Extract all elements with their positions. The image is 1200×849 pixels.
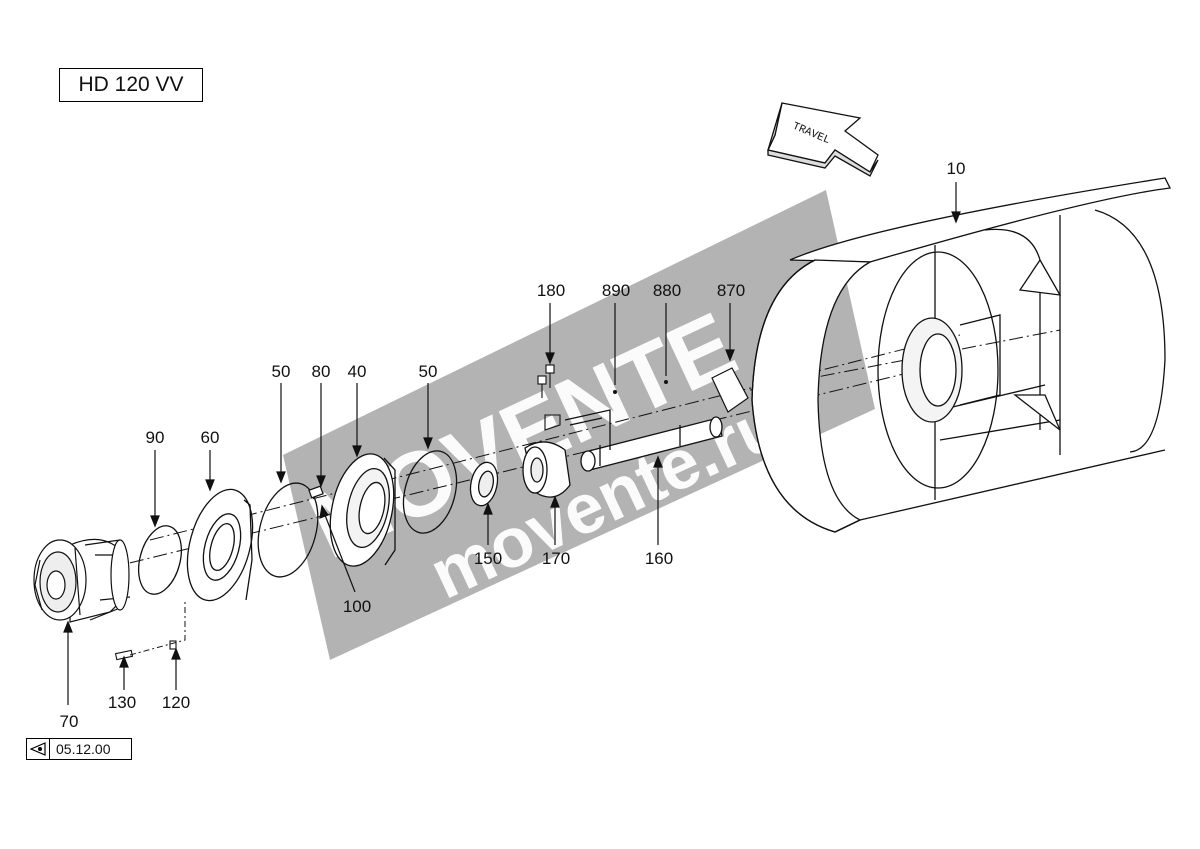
callout-50-left: 50 bbox=[272, 362, 291, 381]
part-80-pin bbox=[308, 485, 324, 499]
part-880-dot bbox=[664, 380, 668, 384]
callout-870: 870 bbox=[717, 281, 745, 300]
part-60-flange bbox=[186, 488, 254, 602]
callout-40: 40 bbox=[348, 362, 367, 381]
part-870-plate bbox=[711, 367, 749, 413]
direction-arrow-icon: TRAVEL bbox=[767, 102, 879, 177]
callout-50-right: 50 bbox=[419, 362, 438, 381]
part-160-shaft bbox=[564, 409, 723, 472]
callout-80: 80 bbox=[312, 362, 331, 381]
model-label-text: HD 120 VV bbox=[78, 73, 184, 96]
callout-150: 150 bbox=[474, 549, 502, 568]
callout-160: 160 bbox=[645, 549, 673, 568]
callout-90: 90 bbox=[146, 428, 165, 447]
part-40-bearing-housing bbox=[329, 453, 396, 567]
callout-170: 170 bbox=[542, 549, 570, 568]
part-10-drum bbox=[751, 177, 1171, 533]
part-180-bolts bbox=[537, 364, 561, 431]
page-reference-text: 05.12.00 bbox=[56, 741, 111, 757]
part-890-dot bbox=[613, 390, 617, 394]
callout-180: 180 bbox=[537, 281, 565, 300]
callout-130: 130 bbox=[108, 693, 136, 712]
callout-880: 880 bbox=[653, 281, 681, 300]
callouts: 10 180 890 880 870 50 80 40 50 90 60 150… bbox=[60, 159, 966, 731]
callout-70: 70 bbox=[60, 712, 79, 731]
page-reference[interactable]: 05.12.00 bbox=[26, 738, 132, 760]
callout-120: 120 bbox=[162, 693, 190, 712]
part-50-o-ring-left bbox=[257, 482, 319, 578]
callout-10: 10 bbox=[947, 159, 966, 178]
callout-60: 60 bbox=[201, 428, 220, 447]
part-90-o-ring bbox=[138, 525, 182, 595]
part-150-bearing bbox=[469, 461, 499, 507]
leader-lines bbox=[63, 182, 961, 705]
part-50-o-ring-right bbox=[402, 450, 458, 534]
model-label: HD 120 VV bbox=[59, 68, 203, 102]
part-70-motor bbox=[33, 538, 131, 623]
callout-100: 100 bbox=[343, 597, 371, 616]
watermark-band bbox=[283, 190, 875, 660]
part-120-washer bbox=[169, 640, 177, 650]
part-170-hub bbox=[522, 441, 571, 498]
page-reference-icon bbox=[27, 739, 50, 759]
fastener-axis bbox=[129, 600, 186, 656]
callout-890: 890 bbox=[602, 281, 630, 300]
